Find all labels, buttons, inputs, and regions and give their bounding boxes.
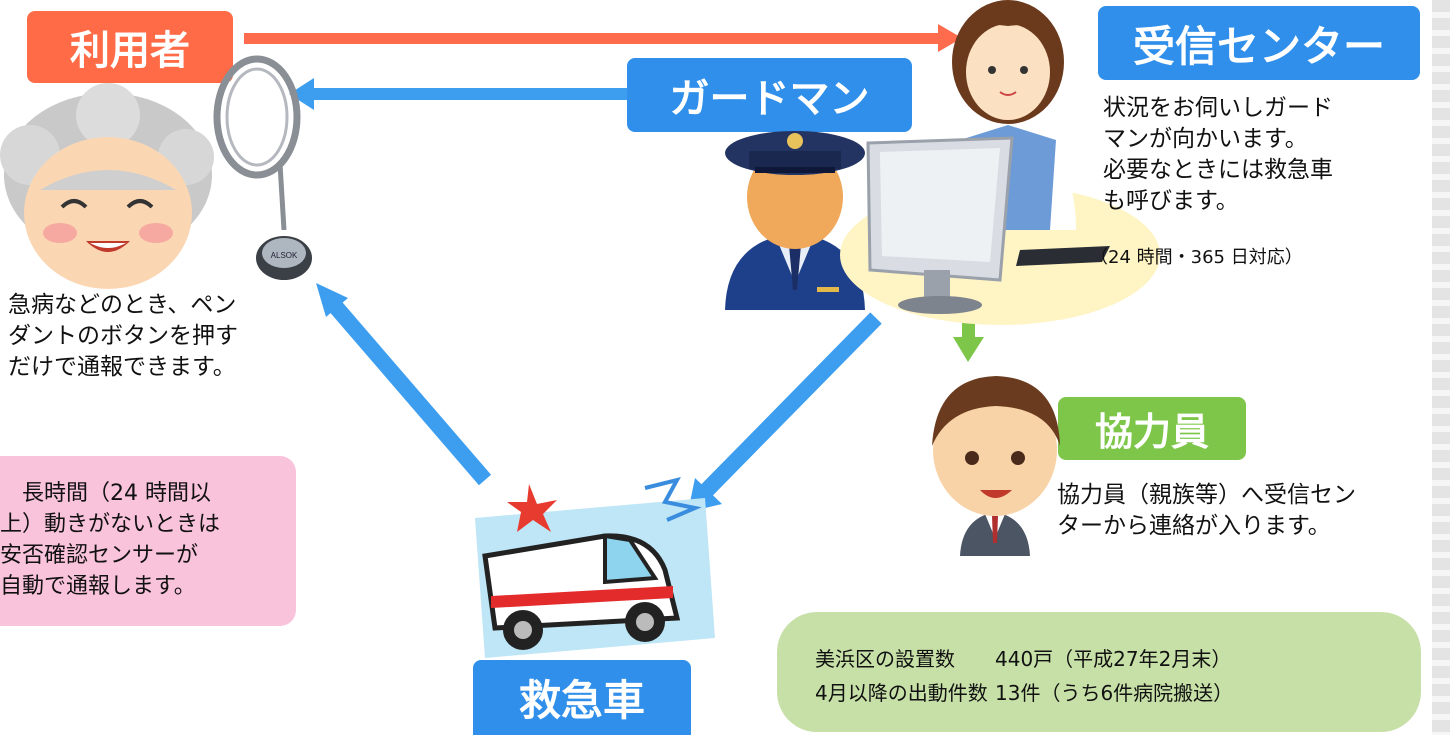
guardman-label: ガードマン bbox=[627, 58, 912, 132]
sensor-note-box: 長時間（24 時間以 上）動きがないときは 安否確認センサーが 自動で通報します… bbox=[0, 456, 296, 626]
ambulance-icon bbox=[475, 476, 715, 658]
center-hours: （24 時間・365 日対応） bbox=[1090, 247, 1303, 268]
user-description: 急病などのとき、ペン ダントのボタンを押す だけで通報できます。 bbox=[8, 292, 238, 380]
sensor-note-text: 長時間（24 時間以 上）動きがないときは 安否確認センサーが 自動で通報します… bbox=[0, 481, 221, 599]
center-label: 受信センター bbox=[1098, 6, 1420, 80]
cooperator-description: 協力員（親族等）へ受信セン ターから連絡が入ります。 bbox=[1057, 482, 1356, 539]
stats-row-1: 美浜区の設置数 440戸（平成27年2月末） bbox=[815, 646, 1231, 672]
receptionist-icon bbox=[840, 0, 1160, 325]
scroll-strip bbox=[1432, 0, 1450, 735]
pendant-device-icon: ALSOK bbox=[213, 55, 312, 280]
pendant-brand: ALSOK bbox=[271, 251, 298, 260]
ambulance-label: 救急車 bbox=[473, 660, 691, 735]
stats-box: 美浜区の設置数 440戸（平成27年2月末） 4月以降の出動件数 13件（うち6件病… bbox=[777, 612, 1421, 732]
stats-row-2-label: 4月以降の出動件数 bbox=[815, 681, 988, 705]
user-label: 利用者 bbox=[27, 11, 233, 83]
center-description: 状況をお伺いしガード マンが向かいます。 必要なときには救急車 も呼びます。 bbox=[1103, 95, 1333, 214]
cooperator-icon bbox=[932, 376, 1060, 556]
stats-row-1-label: 美浜区の設置数 bbox=[815, 647, 955, 671]
stats-row-1-value: 440戸（平成27年2月末） bbox=[995, 647, 1232, 671]
guardman-icon bbox=[725, 131, 865, 310]
cooperator-label: 協力員 bbox=[1058, 397, 1246, 460]
stats-row-2-value: 13件（うち6件病院搬送） bbox=[995, 681, 1234, 705]
elderly-woman-icon bbox=[0, 83, 214, 289]
stats-row-2: 4月以降の出動件数 13件（うち6件病院搬送） bbox=[815, 680, 1233, 706]
